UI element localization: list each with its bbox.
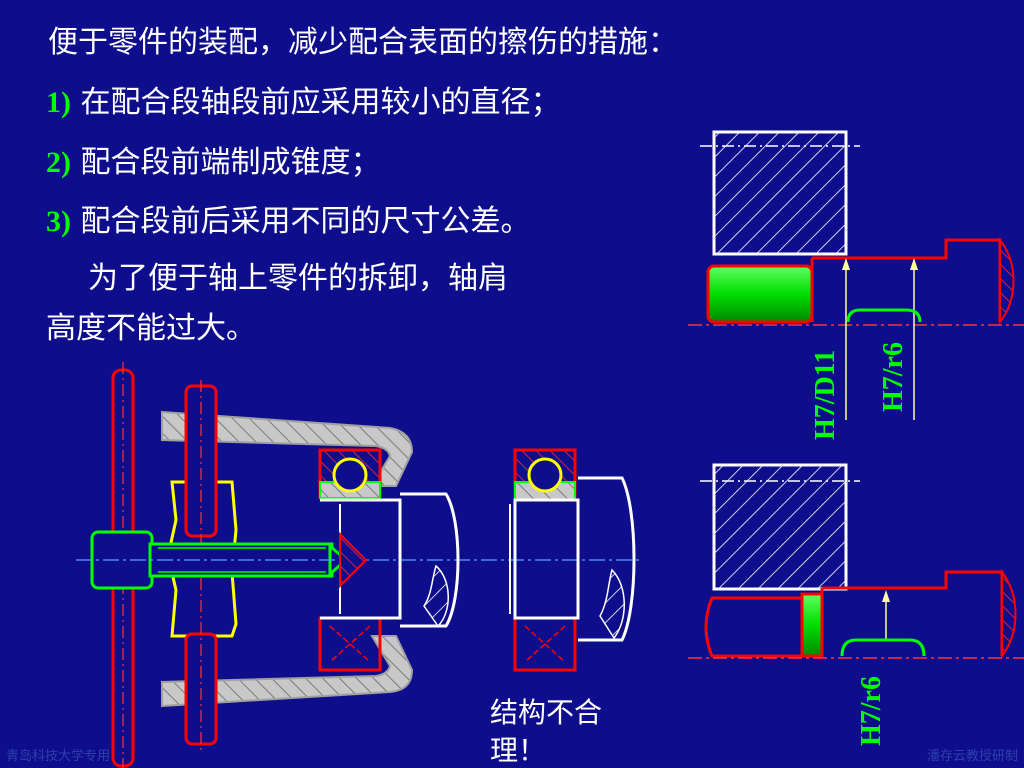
brace-top — [846, 308, 922, 323]
shaft-step-bottom — [822, 570, 1004, 656]
list-item-3: 3) 配合段前后采用不同的尺寸公差。 — [46, 205, 531, 239]
list-item-1-number: 1) — [46, 86, 71, 119]
footer-right: 潘存云教授研制 — [926, 749, 1018, 764]
shaft-break-top — [999, 237, 1015, 325]
shaft-shoulder-2 — [578, 476, 636, 642]
label-top-left: H7/D11 — [810, 350, 841, 440]
bearing-cross-lower — [329, 625, 371, 663]
center-hole — [339, 531, 368, 589]
list-item-1: 1) 在配合段轴段前应采用较小的直径； — [46, 86, 561, 120]
screw-thread — [158, 547, 326, 573]
caption-line-2: 理！ — [490, 734, 547, 767]
arrow-top-2 — [910, 258, 918, 270]
brace-bottom — [840, 638, 926, 657]
shaft-seat-2 — [513, 498, 580, 620]
bearing-cross-lower-2 — [524, 625, 566, 663]
paragraph-line-2: 高度不能过大。 — [46, 311, 256, 346]
list-item-3-number: 3) — [46, 205, 71, 238]
hub-bottom — [712, 463, 848, 591]
assembly-bottom-right: H7/r6 — [688, 463, 1024, 746]
shaft-end — [320, 498, 402, 620]
list-item-2-number: 2) — [46, 146, 71, 179]
hub-top — [712, 130, 848, 256]
shaft-break-2 — [599, 568, 625, 640]
arrow-bottom — [882, 590, 890, 602]
assembly-top-right: H7/D11 H7/r6 — [688, 130, 1024, 440]
arrow-top-1 — [842, 258, 850, 270]
footer-left: 青岛科技大学专用 — [6, 749, 111, 764]
bearing-puller-assembly — [76, 362, 640, 768]
shaft-fit-section-bottom — [800, 592, 824, 658]
label-top-right: H7/r6 — [878, 342, 909, 412]
bearing-ball-upper — [332, 457, 368, 493]
paragraph-line-1: 为了便于轴上零件的拆卸，轴肩 — [88, 261, 508, 296]
list-item-3-text: 配合段前后采用不同的尺寸公差。 — [80, 204, 531, 239]
bearing-ball-upper-2 — [527, 457, 563, 493]
bearing-outer-lower-2 — [513, 616, 577, 672]
caption-line-1: 结构不合 — [490, 696, 603, 729]
shaft-lead-bottom — [704, 596, 806, 658]
incorrect-structure — [509, 448, 636, 672]
label-bottom: H7/r6 — [856, 676, 887, 746]
shaft-break — [423, 564, 449, 628]
bearing-outer-lower — [318, 616, 382, 672]
shaft-break-bottom — [1001, 568, 1017, 660]
list-item-2-text: 配合段前端制成锥度； — [80, 145, 381, 180]
list-item-2: 2) 配合段前端制成锥度； — [46, 146, 381, 180]
shaft-shoulder — [400, 492, 460, 628]
puller-arm-lower — [161, 635, 414, 708]
shaft-fit-section-top — [706, 264, 814, 324]
list-item-1-text: 在配合段轴段前应采用较小的直径； — [80, 85, 561, 120]
slide-title: 便于零件的装配，减少配合表面的擦伤的措施： — [48, 25, 678, 60]
